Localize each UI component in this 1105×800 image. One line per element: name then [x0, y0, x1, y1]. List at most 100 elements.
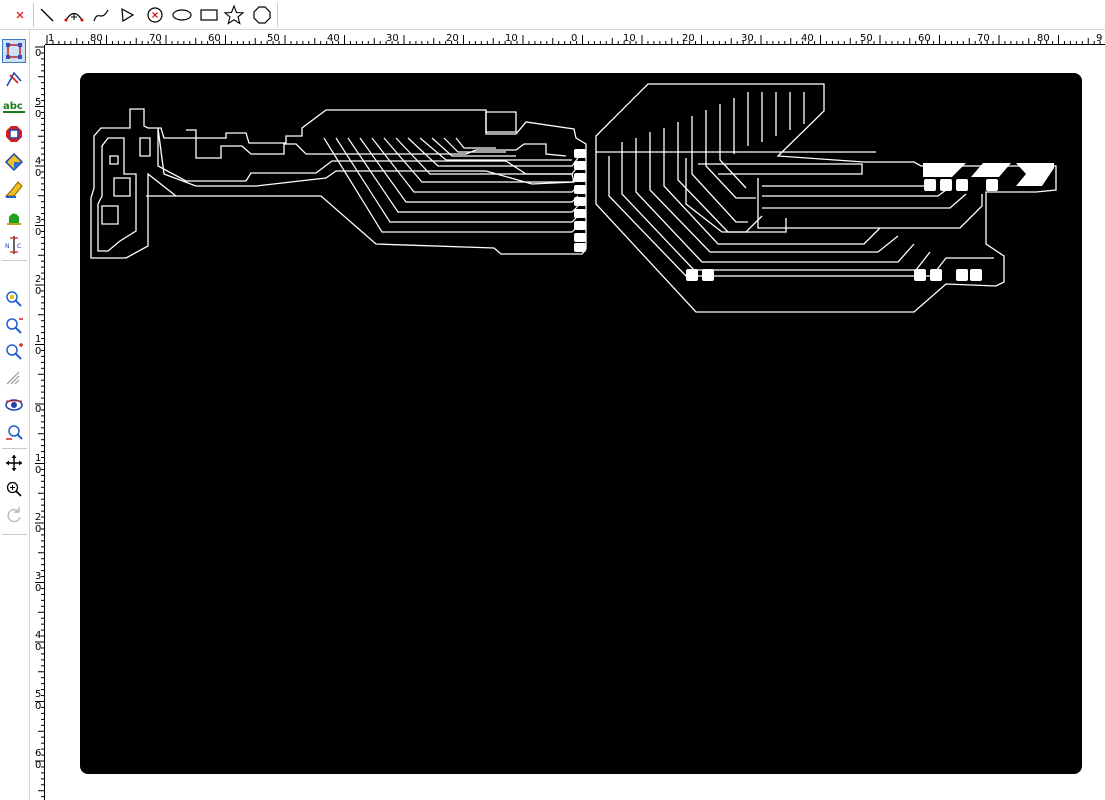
right-copper-inner — [762, 193, 967, 209]
ruler-top-label: 30 — [386, 33, 399, 44]
delete-icon[interactable] — [8, 3, 32, 27]
ruler-top-label: 0 — [571, 33, 577, 44]
eye-icon[interactable] — [2, 393, 26, 417]
sidebar-separator — [2, 448, 27, 449]
ruler-top-label: 50 — [860, 33, 873, 44]
svg-text:C: C — [17, 243, 21, 250]
toolbar-separator — [33, 3, 34, 27]
ruler-top-label: 10 — [623, 33, 636, 44]
connector-pad[interactable] — [574, 209, 586, 218]
fan-out-trace — [419, 137, 572, 161]
pcb-board[interactable] — [80, 73, 1082, 774]
component-pad[interactable] — [914, 269, 926, 281]
toolbar-separator — [277, 3, 278, 27]
right-copper-traces — [595, 83, 1057, 313]
fill-icon[interactable] — [2, 150, 26, 174]
connector-pad[interactable] — [574, 173, 586, 182]
ruler-top-label: 70 — [149, 33, 162, 44]
connector-pad[interactable] — [574, 221, 586, 230]
right-filled-copper — [923, 163, 1054, 186]
bell-icon[interactable] — [2, 206, 26, 230]
select-icon[interactable] — [2, 39, 26, 63]
circle-x-icon[interactable] — [143, 3, 167, 27]
polygon-icon[interactable] — [250, 3, 274, 27]
connector-pad[interactable] — [574, 233, 586, 242]
zoom-in-icon[interactable] — [2, 340, 26, 364]
zoom-selection-icon[interactable] — [2, 420, 26, 444]
horizontal-ruler[interactable]: 1 80 70 60 50 40 30 20 10 0 10 20 30 40 … — [45, 30, 1105, 45]
horizontal-ruler-ticks: 1 80 70 60 50 40 30 20 10 0 10 20 30 40 … — [46, 33, 1102, 45]
connector-pad[interactable] — [574, 197, 586, 206]
polyline-icon[interactable] — [116, 3, 140, 27]
right-copper-inner — [757, 178, 983, 229]
right-copper-inner — [705, 110, 756, 199]
left-copper-inner — [97, 137, 137, 252]
left-copper-inner — [186, 129, 567, 159]
ruler-top-label: 20 — [682, 33, 695, 44]
left-pads — [574, 149, 586, 252]
connector-pad[interactable] — [574, 161, 586, 170]
pcb-artwork — [80, 73, 1082, 774]
star-icon[interactable] — [222, 3, 246, 27]
fan-out-trace — [431, 137, 516, 157]
component-pad[interactable] — [702, 269, 714, 281]
component-pad[interactable] — [924, 179, 936, 191]
component-pad[interactable] — [940, 179, 952, 191]
line-icon[interactable] — [35, 3, 59, 27]
fan-out-trace — [347, 137, 579, 213]
ruler-top-label: 60 — [208, 33, 221, 44]
outline-icon[interactable] — [2, 122, 26, 146]
component-pad[interactable] — [956, 269, 968, 281]
ruler-top-label: 70 — [977, 33, 990, 44]
ruler-left-label: 0 — [35, 404, 41, 415]
zoom-previous-icon[interactable] — [2, 367, 26, 391]
ruler-top-label: 10 — [505, 33, 518, 44]
right-copper-inner — [698, 163, 863, 175]
ruler-top-label: 40 — [327, 33, 340, 44]
zoom-out-icon[interactable] — [2, 314, 26, 338]
abc-label: abc — [3, 101, 23, 112]
component-pad[interactable] — [986, 179, 998, 191]
ellipse-icon[interactable] — [170, 3, 194, 27]
left-copper-inner — [485, 111, 517, 133]
move-icon[interactable] — [2, 451, 26, 475]
component-pad[interactable] — [956, 179, 968, 191]
ruler-top-label: 80 — [1037, 33, 1050, 44]
rectangle-icon[interactable] — [197, 3, 221, 27]
connector-pad[interactable] — [574, 149, 586, 158]
fan-out-trace — [455, 137, 496, 149]
right-copper-inner — [685, 158, 787, 233]
curve-icon[interactable] — [89, 3, 113, 27]
right-copper-inner — [719, 104, 747, 189]
fan-out-trace — [335, 137, 579, 223]
fan-out-trace — [395, 137, 579, 175]
copper-pour — [971, 163, 1011, 177]
drawing-toolbar — [0, 0, 1105, 30]
component-pad[interactable] — [970, 269, 982, 281]
right-copper-outline — [595, 83, 1057, 313]
magnifier-icon[interactable] — [2, 477, 26, 501]
right-copper-inner — [649, 132, 899, 253]
arc-icon[interactable] — [62, 3, 86, 27]
sidebar-separator — [2, 260, 27, 261]
sidebar-separator — [2, 534, 27, 535]
drawing-canvas[interactable] — [46, 46, 1105, 800]
node-edit-icon[interactable] — [2, 67, 26, 91]
component-pad[interactable] — [686, 269, 698, 281]
component-pad[interactable] — [930, 269, 942, 281]
connector-pad[interactable] — [574, 243, 586, 252]
left-copper-inner — [101, 205, 119, 225]
connector-pad[interactable] — [574, 185, 586, 194]
zoom-fit-icon[interactable] — [2, 287, 26, 311]
refresh-icon[interactable] — [2, 503, 26, 527]
abc-text-icon[interactable]: abc — [2, 95, 26, 119]
right-copper-inner — [608, 156, 994, 277]
pen-icon[interactable] — [2, 178, 26, 202]
